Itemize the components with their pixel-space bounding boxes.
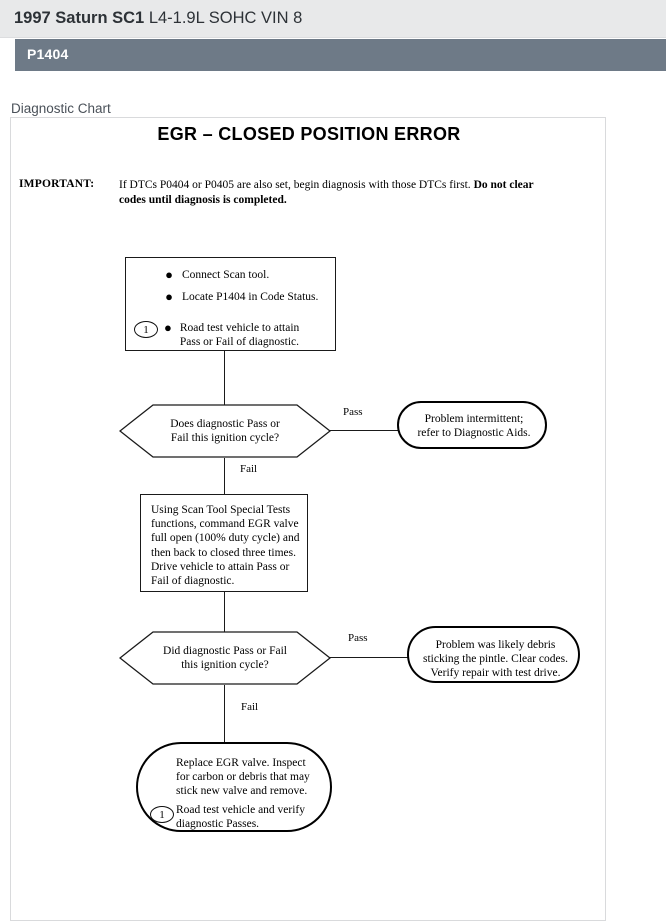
step2-text: Using Scan Tool Special Tests functions,… (151, 504, 300, 588)
connector-decision2-pass (329, 657, 409, 659)
decision2-line1: Did diagnostic Pass or Fail (163, 645, 287, 657)
step1-bullet-2: ● Locate P1404 in Code Status. (164, 289, 319, 304)
vehicle-engine-text: L4-1.9L SOHC VIN 8 (148, 9, 303, 27)
decision2-fail-label: Fail (241, 701, 259, 713)
step1-bullet-1-text: Connect Scan tool. (182, 269, 270, 281)
terminal3-text-bottom: Road test vehicle and verify diagnostic … (176, 803, 326, 831)
terminal3-line2: for carbon or debris that may (176, 771, 310, 784)
terminal3-text-top: Replace EGR valve. Inspect for carbon or… (176, 756, 326, 799)
step1-bullet-3: ● Road test vehicle to attain Pass or Fa… (164, 320, 314, 349)
bullet-icon: ● (165, 289, 173, 304)
important-note-text: If DTCs P0404 or P0405 are also set, beg… (119, 178, 539, 208)
terminal1-text: Problem intermittent; refer to Diagnosti… (399, 412, 549, 440)
step1-process-box: ● Connect Scan tool. ● Locate P1404 in C… (125, 257, 336, 351)
step1-bullet-3-text: Road test vehicle to attain Pass or Fail… (179, 322, 300, 349)
terminal1-intermittent: Problem intermittent; refer to Diagnosti… (397, 401, 547, 449)
terminal1-line1: Problem intermittent; (424, 413, 524, 425)
terminal3-line3: stick new valve and remove. (176, 785, 308, 798)
connector-decision1-pass (329, 430, 399, 432)
connector-decision2-fail (224, 685, 226, 742)
decision1-pass-label: Pass (343, 406, 363, 418)
step1-bullet-2-text: Locate P1404 in Code Status. (182, 291, 319, 303)
vehicle-title: 1997 Saturn SC1 L4-1.9L SOHC VIN 8 (14, 9, 302, 28)
terminal2-debris: Problem was likely debris sticking the p… (407, 626, 580, 683)
decision2-pass-label: Pass (348, 632, 368, 644)
step1-marker-circle: 1 (134, 321, 158, 338)
terminal3-line5: diagnostic Passes. (176, 818, 260, 831)
terminal2-line1: Problem was likely debris (435, 639, 556, 651)
terminal3-replace-egr-valve: Replace EGR valve. Inspect for carbon or… (136, 742, 332, 832)
decision1-line1: Does diagnostic Pass or (170, 418, 280, 430)
vehicle-model-text: 1997 Saturn SC1 (14, 9, 145, 27)
connector-step2-to-decision2 (224, 592, 226, 635)
decision1-text: Does diagnostic Pass or Fail this igniti… (119, 404, 331, 458)
important-text-regular: If DTCs P0404 or P0405 are also set, beg… (119, 179, 474, 191)
decision1-hexagon: Does diagnostic Pass or Fail this igniti… (119, 404, 331, 458)
terminal2-line2: sticking the pintle. Clear codes. (423, 653, 568, 666)
decision2-hexagon: Did diagnostic Pass or Fail this ignitio… (119, 631, 331, 685)
chart-title: EGR – CLOSED POSITION ERROR (157, 124, 461, 144)
important-label: IMPORTANT: (19, 178, 95, 190)
decision1-fail-label: Fail (240, 463, 258, 475)
terminal3-marker-circle: 1 (150, 806, 174, 823)
step1-bullet-1: ● Connect Scan tool. (164, 267, 270, 282)
vehicle-header-bar: 1997 Saturn SC1 L4-1.9L SOHC VIN 8 (0, 0, 666, 38)
decision2-text: Did diagnostic Pass or Fail this ignitio… (119, 631, 331, 685)
decision2-line2: this ignition cycle? (181, 659, 269, 671)
dtc-code-bar[interactable]: P1404 (15, 39, 666, 71)
decision1-line2: Fail this ignition cycle? (170, 432, 280, 444)
bullet-icon: ● (165, 267, 173, 282)
diagnostic-chart-frame: EGR – CLOSED POSITION ERROR IMPORTANT: I… (10, 117, 606, 921)
bullet-icon: ● (164, 320, 172, 335)
important-text-bold: Do not clear codes until diagnosis is co… (119, 179, 534, 206)
terminal1-line2: refer to Diagnostic Aids. (417, 427, 531, 440)
connector-step1-to-decision1 (224, 351, 226, 408)
terminal2-line3: Verify repair with test drive. (430, 667, 561, 680)
terminal3-line1: Replace EGR valve. Inspect (176, 757, 306, 769)
dtc-code-label: P1404 (27, 46, 69, 62)
terminal3-line4: Road test vehicle and verify (176, 804, 306, 816)
terminal2-text: Problem was likely debris sticking the p… (409, 638, 582, 681)
diagnostic-chart-caption: Diagnostic Chart (11, 101, 111, 116)
connector-decision1-fail (224, 458, 226, 494)
step2-process-box: Using Scan Tool Special Tests functions,… (140, 494, 308, 592)
